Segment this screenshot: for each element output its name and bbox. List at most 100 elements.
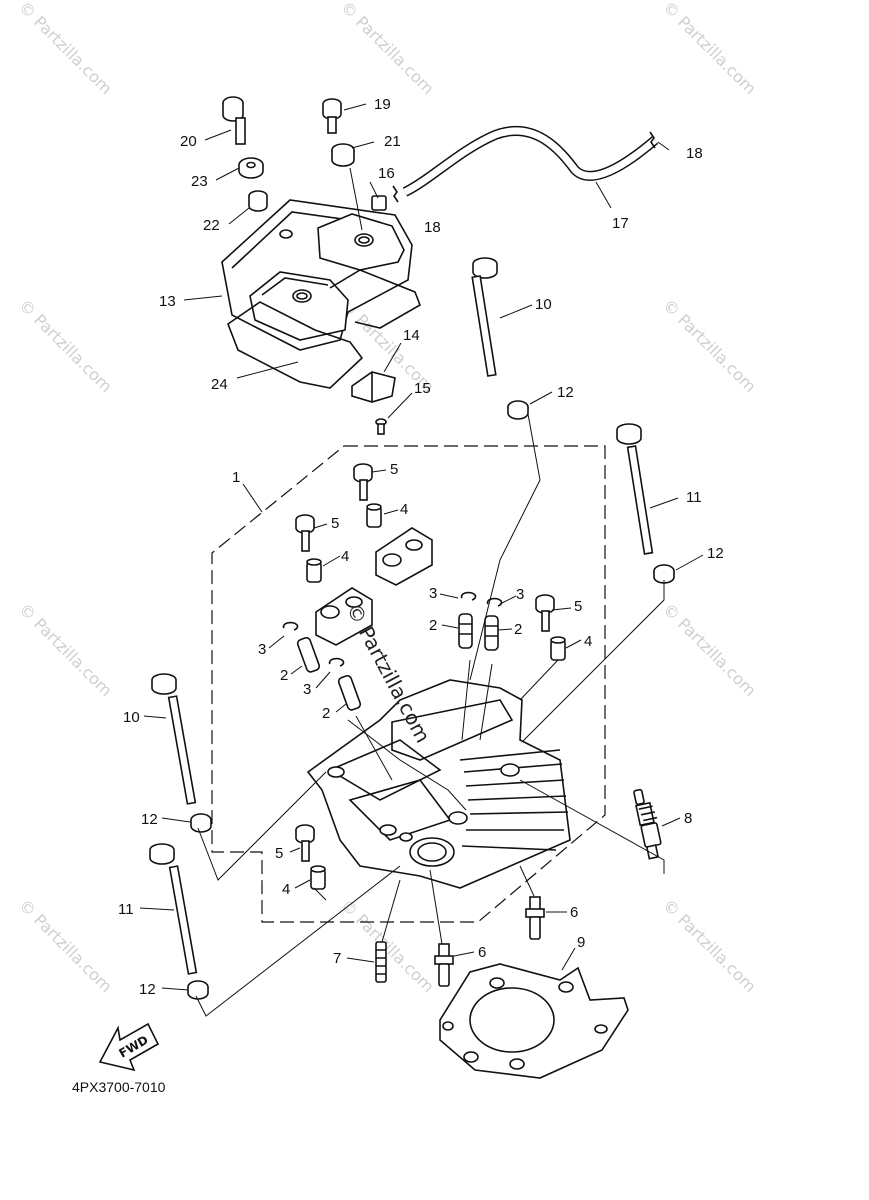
- callout-22: 22: [203, 217, 220, 234]
- callout-23: 23: [191, 173, 208, 190]
- screw-15: [375, 418, 387, 435]
- hose-joint: [371, 195, 387, 211]
- cover-gasket: [227, 269, 421, 389]
- watermark: © Partzilla.com: [15, 295, 116, 396]
- callout-2-b: 2: [514, 621, 522, 638]
- watermark: © Partzilla.com: [15, 895, 116, 996]
- spark-plug: [633, 788, 662, 860]
- grommet-21: [331, 143, 355, 167]
- callout-11-right: 11: [686, 489, 702, 506]
- bolt-5-mid: [295, 514, 315, 552]
- callout-12-left-b: 12: [139, 981, 156, 998]
- callout-19: 19: [374, 96, 391, 113]
- dowel-4-top: [366, 503, 382, 528]
- cylinder-head-cover: [221, 199, 413, 351]
- grommet-22: [248, 190, 268, 212]
- washer-12-top: [507, 400, 529, 420]
- clip-3-a: [460, 591, 477, 601]
- callout-6-right: 6: [570, 904, 578, 921]
- bolt-10-left: [151, 673, 197, 805]
- head-gasket: [439, 963, 629, 1079]
- watermark: © Partzilla.com: [659, 599, 760, 700]
- dowel-4-right: [550, 636, 566, 661]
- bolt-5-top: [353, 463, 373, 501]
- callout-10-left: 10: [123, 709, 140, 726]
- bolt-10: [471, 257, 498, 377]
- bolt-11-right: [616, 423, 654, 555]
- callout-9: 9: [577, 934, 585, 951]
- bolt-11-left: [149, 843, 198, 975]
- watermark: © Partzilla.com: [659, 895, 760, 996]
- callout-labels: 20 19 21 16 18 18 17 23 22 13 10 14 24 1…: [118, 96, 724, 998]
- bolt-5-right: [535, 594, 555, 632]
- callout-24: 24: [211, 376, 228, 393]
- breather-hose-inner: [403, 127, 658, 196]
- stud-bolt-7: [375, 941, 387, 983]
- callout-5-low: 5: [275, 845, 283, 862]
- callout-18-left: 18: [424, 219, 441, 236]
- hose-clamp-left: [392, 185, 399, 203]
- callout-15: 15: [414, 380, 431, 397]
- callout-5-top: 5: [390, 461, 398, 478]
- callout-8: 8: [684, 810, 692, 827]
- clip-3-b: [486, 597, 503, 607]
- callout-2-d: 2: [322, 705, 330, 722]
- callout-4-low: 4: [282, 881, 290, 898]
- watermark: © Partzilla.com: [337, 0, 438, 98]
- valve-2-b: [484, 615, 499, 651]
- watermark: © Partzilla.com: [15, 0, 116, 98]
- washer-23: [238, 157, 264, 179]
- callout-2-c: 2: [280, 667, 288, 684]
- callout-21: 21: [384, 133, 401, 150]
- cam-cap-lower: [315, 587, 373, 646]
- callout-11-left: 11: [118, 901, 134, 918]
- callout-1: 1: [232, 469, 240, 486]
- washer-12-right: [653, 564, 675, 584]
- forward-direction-arrow: FWD: [98, 1022, 160, 1072]
- callout-12-left-a: 12: [141, 811, 158, 828]
- callout-18-right: 18: [686, 145, 703, 162]
- part-code: 4PX3700-7010: [72, 1079, 166, 1095]
- callout-3-c: 3: [258, 641, 266, 658]
- callout-12-top: 12: [557, 384, 574, 401]
- bolt-19: [322, 98, 342, 134]
- valve-2-d: [337, 674, 362, 711]
- callout-4-mid: 4: [341, 548, 349, 565]
- washer-12-left-a: [190, 813, 212, 833]
- callout-2-a: 2: [429, 617, 437, 634]
- dowel-4-mid: [306, 558, 322, 583]
- bolt-5-low: [295, 824, 315, 862]
- callout-7: 7: [333, 950, 341, 967]
- watermark: © Partzilla.com: [659, 295, 760, 396]
- cam-cap-upper: [375, 527, 433, 586]
- callout-13: 13: [159, 293, 176, 310]
- hose-clamp-right: [649, 131, 656, 149]
- callout-3-d: 3: [303, 681, 311, 698]
- valve-2-c: [296, 636, 321, 673]
- callout-5-right: 5: [574, 598, 582, 615]
- clip-3-d: [328, 657, 345, 667]
- cylinder-head-assembly-outline: [211, 445, 606, 923]
- dowel-4-low: [310, 865, 326, 890]
- stud-bolt-6-right: [525, 896, 545, 940]
- watermark: © Partzilla.com: [15, 599, 116, 700]
- callout-20: 20: [180, 133, 197, 150]
- breather-hose: [402, 125, 659, 197]
- clip-3-c: [282, 621, 299, 631]
- watermark: © Partzilla.com: [659, 0, 760, 98]
- callout-6-left: 6: [478, 944, 486, 961]
- bracket-14: [351, 371, 396, 403]
- callout-16: 16: [378, 165, 395, 182]
- stud-bolt-6-left: [434, 943, 454, 987]
- valve-2-a: [458, 613, 473, 649]
- callout-4-top: 4: [400, 501, 408, 518]
- washer-12-left-b: [187, 980, 209, 1000]
- callout-4-right: 4: [584, 633, 592, 650]
- callout-10-top: 10: [535, 296, 552, 313]
- callout-3-a: 3: [429, 585, 437, 602]
- callout-17: 17: [612, 215, 629, 232]
- callout-12-right: 12: [707, 545, 724, 562]
- watermark: © Partzilla.com: [337, 895, 438, 996]
- bolt-20: [222, 96, 246, 145]
